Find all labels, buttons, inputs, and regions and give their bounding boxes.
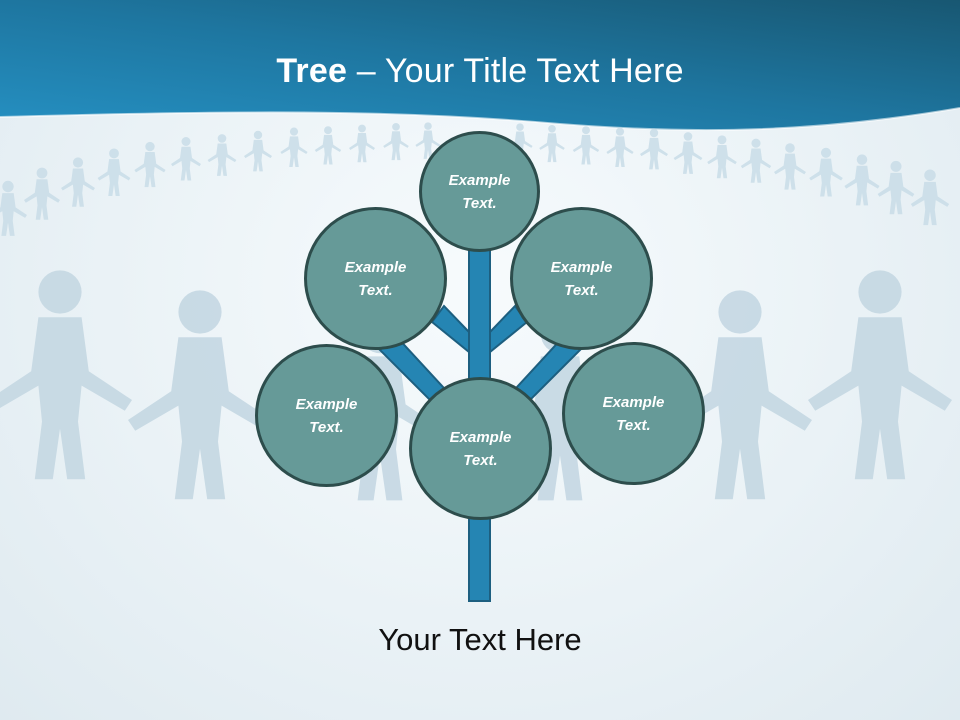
node-label: Example Text. [449,428,512,469]
node-label: Example Text. [550,258,613,299]
tree-node-upper-right: Example Text. [510,207,653,350]
tree-node-lower-right: Example Text. [562,342,705,485]
tree-node-bottom-center: Example Text. [409,377,552,520]
title-rest: – Your Title Text Here [347,52,684,90]
node-label: Example Text. [295,395,358,436]
slide-title: Tree – Your Title Text Here [0,52,960,91]
tree-node-top: Example Text. [419,131,540,252]
node-label: Example Text. [602,393,665,434]
tree-node-upper-left: Example Text. [304,207,447,350]
node-label: Example Text. [344,258,407,299]
node-label: Example Text. [448,171,511,212]
title-bold: Tree [276,52,348,90]
tree-node-lower-left: Example Text. [255,344,398,487]
caption-text: Your Text Here [378,622,582,657]
header-band [0,0,960,132]
